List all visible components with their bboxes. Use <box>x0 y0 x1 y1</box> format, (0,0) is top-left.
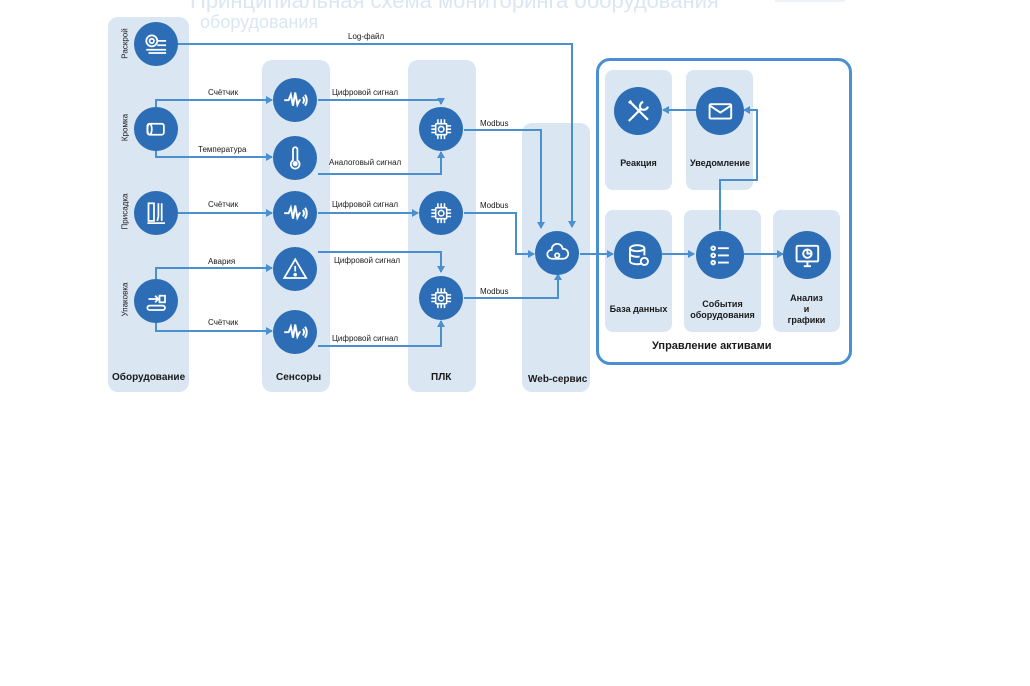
fabric-roll-icon <box>145 34 166 54</box>
digital-signal-label-1: Цифровой сигнал <box>332 88 399 97</box>
digital-signal-label-4: Цифровой сигнал <box>332 334 399 343</box>
upakovka-node <box>134 279 178 323</box>
counter-sensor-node <box>273 78 317 122</box>
chip-icon <box>431 288 451 308</box>
kromka-node <box>134 107 178 151</box>
alarm-label: Авария <box>208 257 236 266</box>
list-icon <box>710 245 729 265</box>
signal-wave-icon <box>283 204 308 221</box>
web-service-column-title: Web-сервис <box>528 374 588 385</box>
asset-management-title: Управление активами <box>652 340 772 352</box>
plc-node-1 <box>419 107 463 151</box>
plc-column-title: ПЛК <box>431 372 452 383</box>
modbus-label-1: Modbus <box>480 119 509 128</box>
page-title: Принципиальная схема мониторинга оборудо… <box>190 0 719 13</box>
analysis-label: Анализ и графики <box>773 293 840 326</box>
events-label-line1: События <box>702 299 743 309</box>
database-node <box>614 231 662 279</box>
prisadka-node <box>134 191 178 235</box>
prisadka-sensor-node <box>273 191 317 235</box>
thermometer-icon <box>289 146 301 170</box>
raskroy-node <box>134 22 178 66</box>
modbus-label-2: Modbus <box>480 201 509 210</box>
upakovka-label: Упаковка <box>120 282 130 317</box>
events-label-line2: оборудования <box>690 310 755 320</box>
temperature-sensor-node <box>273 136 317 180</box>
analysis-node <box>783 231 831 279</box>
signal-wave-icon <box>283 323 308 340</box>
analog-signal-label: Аналоговый сигнал <box>329 158 402 167</box>
signal-wave-icon <box>283 91 308 108</box>
analysis-label-line1: Анализ <box>790 293 823 303</box>
page-title-line2: оборудования <box>200 12 319 32</box>
web-service-node <box>535 231 579 275</box>
notification-label: Уведомление <box>689 158 750 168</box>
analysis-label-line2: и <box>803 304 810 314</box>
kromka-label: Кромка <box>120 113 130 142</box>
counter-label-3: Счётчик <box>208 318 239 327</box>
equipment-column-title: Оборудование <box>112 372 186 383</box>
header-decoration <box>775 0 845 2</box>
database-icon <box>628 243 649 266</box>
chip-icon <box>431 119 451 139</box>
monitor-chart-icon <box>795 244 819 267</box>
alarm-sensor-node <box>273 247 317 291</box>
digital-signal-label-2: Цифровой сигнал <box>332 200 399 209</box>
envelope-icon <box>708 102 732 120</box>
notification-node <box>696 87 744 135</box>
chip-icon <box>431 203 451 223</box>
counter-label-1: Счётчик <box>208 88 239 97</box>
analysis-label-line3: графики <box>787 315 826 325</box>
asset-management-panel <box>596 58 852 365</box>
warning-icon <box>282 257 308 279</box>
log-file-label: Log-файл <box>348 32 385 41</box>
database-label: База данных <box>609 304 668 314</box>
cloud-gear-icon <box>546 242 569 260</box>
temperature-label: Температура <box>198 145 247 154</box>
prisadka-label: Присадка <box>120 193 130 230</box>
conveyor-icon <box>146 294 166 311</box>
modbus-label-3: Modbus <box>480 287 509 296</box>
sensors-column-title: Сенсоры <box>276 372 322 383</box>
raskroy-label: Раскрой <box>120 28 130 59</box>
tools-icon <box>627 99 649 122</box>
plc-node-3 <box>419 276 463 320</box>
reaction-label: Реакция <box>620 158 657 168</box>
plc-node-2 <box>419 191 463 235</box>
reaction-node <box>614 87 662 135</box>
events-node <box>696 231 744 279</box>
upakovka-counter-sensor-node <box>273 310 317 354</box>
edge-roll-icon <box>146 122 165 136</box>
counter-label-2: Счётчик <box>208 200 239 209</box>
digital-signal-label-3: Цифровой сигнал <box>334 256 401 265</box>
events-label: События оборудования <box>680 299 765 321</box>
drill-icon <box>147 202 165 224</box>
